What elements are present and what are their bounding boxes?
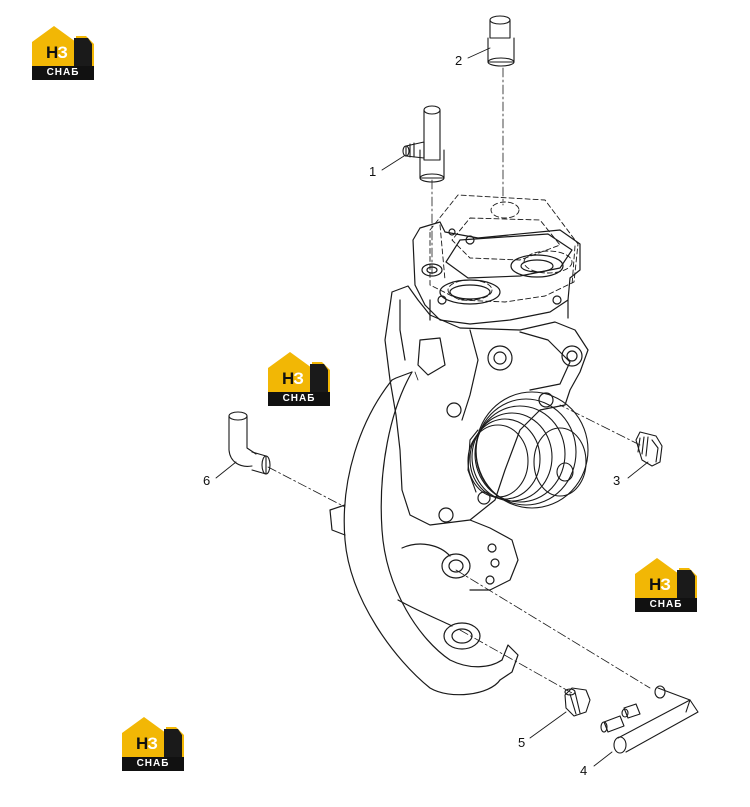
outlet-flange [417,337,446,376]
callout-6: 6 [203,473,211,488]
part-3-plug [635,431,663,467]
watermark-logo: НЗ СНАБ [122,715,184,773]
part-1-tee-fitting [402,105,445,183]
part-5-plug [564,687,591,717]
part-6-elbow-fitting [228,411,271,475]
pump-pulley [467,391,589,509]
callout-2: 2 [455,53,463,68]
house-icon [268,352,330,394]
water-pump-body [384,285,589,526]
callout-5: 5 [518,735,526,750]
pipe-stub [329,504,346,536]
house-icon [635,558,697,600]
watermark-logo: НЗ СНАБ [635,556,697,614]
callout-4: 4 [580,763,588,778]
elbow-water-pipe [329,371,519,696]
watermark-logo: НЗ СНАБ [32,24,94,82]
callout-3: 3 [613,473,621,488]
part-4-bypass-tube [600,685,699,754]
watermark-logo: НЗ СНАБ [268,350,330,408]
callout-1: 1 [369,164,377,179]
house-icon [122,717,184,759]
thermostat-housing [412,221,581,325]
house-icon [32,26,94,68]
callout-leaders [215,47,649,767]
part-2-sleeve [487,15,515,67]
thermostat-housing-ghost [429,194,579,303]
